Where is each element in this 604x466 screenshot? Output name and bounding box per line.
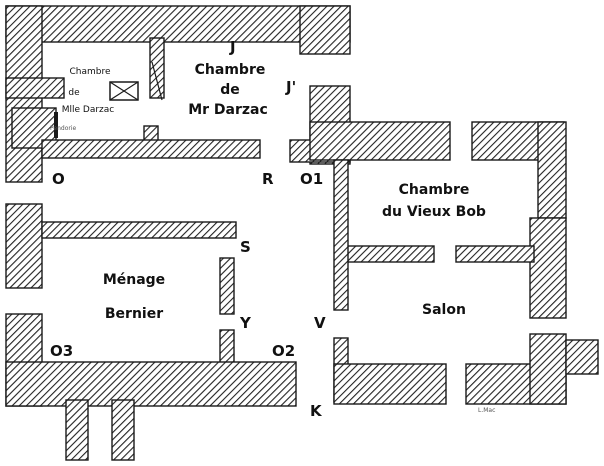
wall-right-wing-west (333, 159, 349, 311)
room-mathilde-line3: Mlle Darzac (62, 105, 115, 115)
wall-right-wing-mid-b (455, 245, 535, 263)
wall-top (5, 5, 351, 43)
walls (5, 5, 599, 461)
wall-exterior-stub-right (565, 339, 599, 375)
room-menage-line1: Ménage (103, 272, 165, 288)
point-k: K (310, 402, 323, 420)
wall-right-wing-east-lower (529, 217, 567, 319)
room-vieux-bob-line2: du Vieux Bob (382, 204, 486, 220)
alcove-detail (54, 61, 163, 138)
wall-partition-sy (219, 257, 235, 315)
wall-exit-left (65, 399, 89, 461)
point-v: V (314, 314, 326, 332)
point-j: J (229, 38, 236, 56)
point-o: O (52, 170, 65, 188)
room-salon: Salon (422, 302, 466, 318)
engraver-signature: L.Mac (478, 407, 495, 414)
room-mathilde-line2: de (68, 88, 80, 98)
point-r: R (262, 170, 274, 188)
wall-pillar-j (299, 5, 351, 55)
wall-exit-right (111, 399, 135, 461)
wall-block-a (5, 77, 65, 99)
wall-partition-upper (149, 37, 165, 99)
alcove-label: Pendorie (50, 125, 77, 132)
point-j-prime: J' (285, 78, 296, 96)
room-menage-line2: Bernier (105, 306, 163, 322)
room-darzac-line1: Chambre (195, 62, 266, 78)
point-y: Y (239, 314, 252, 332)
wall-corridor-lower (41, 221, 237, 239)
wall-left-middle (5, 203, 43, 289)
point-o3: O3 (50, 342, 73, 360)
wall-right-wing-top-a (309, 121, 451, 161)
wall-right-wing-east-upper (537, 121, 567, 219)
wall-right-wing-bottom-a (333, 363, 447, 405)
room-darzac-line2: de (220, 82, 240, 98)
point-s: S (240, 238, 251, 256)
point-o2: O2 (272, 342, 295, 360)
point-labels: J J' O R O1 S Y V O3 O2 K (50, 38, 326, 420)
wall-bottom-menage (5, 361, 297, 407)
room-labels: Chambre de Mlle Darzac Pendorie Chambre … (50, 62, 486, 322)
room-vieux-bob-line1: Chambre (399, 182, 470, 198)
room-darzac-line3: Mr Darzac (188, 102, 268, 118)
wall-right-wing-corner (529, 333, 567, 405)
wall-corridor-upper (41, 139, 261, 159)
wall-right-wing-mid-a (343, 245, 435, 263)
point-o1: O1 (300, 170, 323, 188)
room-mathilde-line1: Chambre (69, 67, 110, 77)
